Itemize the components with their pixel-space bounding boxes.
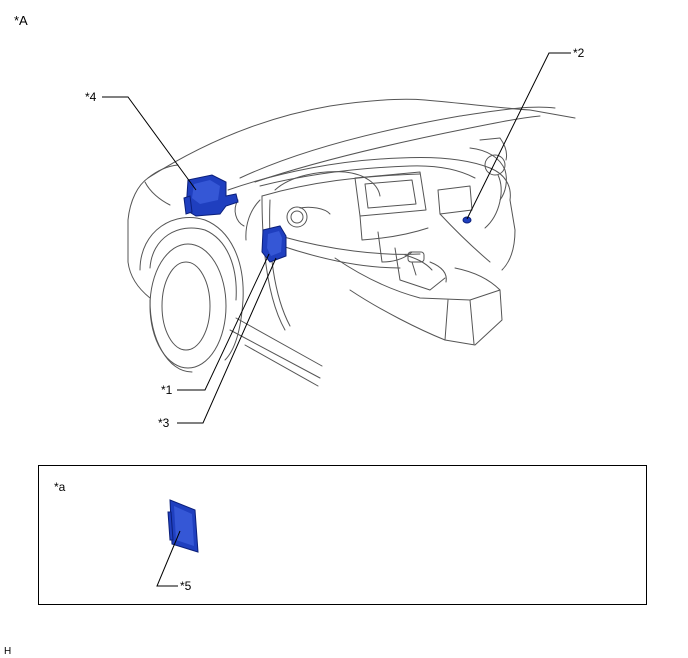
inset-panel [38,465,647,605]
callout-3: *3 [158,416,170,430]
vehicle-outline [127,98,576,387]
callout-5: *5 [180,579,192,593]
leader-2 [466,52,571,220]
leader-4 [102,96,197,191]
view-label: *A [14,13,28,28]
leader-lines [102,52,571,587]
component-2-sensor [462,216,472,224]
leader-1 [177,253,270,391]
callout-4: *4 [85,90,97,104]
footer-code: H [4,646,12,657]
leader-3 [177,257,277,424]
inset-label: *a [54,480,66,494]
leader-5 [156,530,181,587]
callout-2: *2 [573,46,585,60]
callout-1: *1 [161,383,173,397]
component-4-junction-block [183,174,239,217]
component-1-3-ecu [261,225,287,263]
